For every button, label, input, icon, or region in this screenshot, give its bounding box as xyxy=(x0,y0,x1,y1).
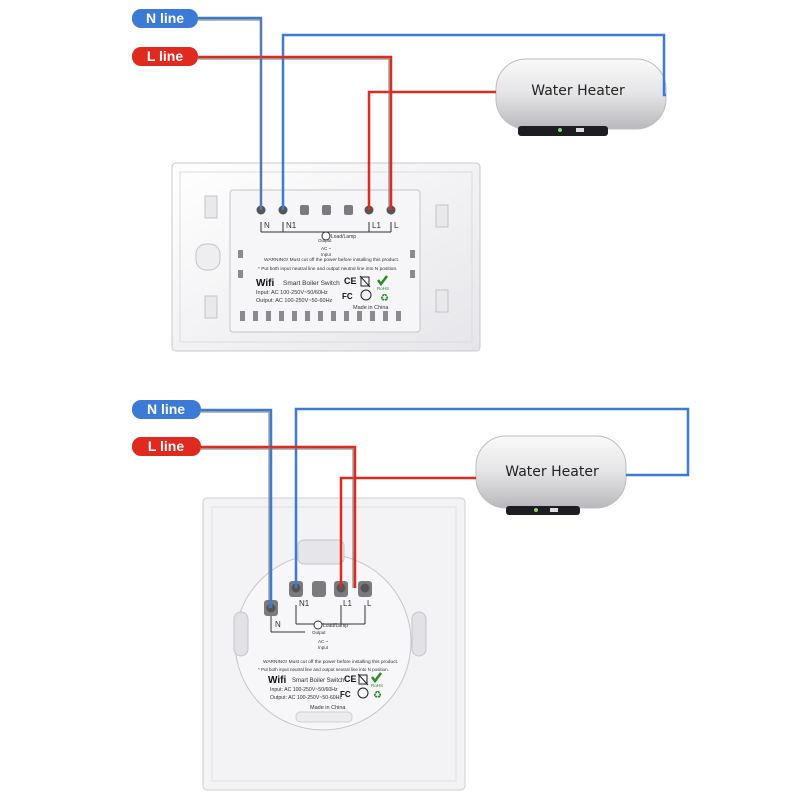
top-switch-module xyxy=(229,189,421,333)
bottom-recycle-icon: ♻ xyxy=(373,690,382,701)
bottom-n-line-label: N line xyxy=(147,401,185,417)
top-n-line-label: N line xyxy=(146,10,184,26)
top-terminal-l1: L1 xyxy=(372,221,381,230)
bottom-heater-label: Water Heater xyxy=(505,464,599,480)
bottom-load-label: Load/Lamp xyxy=(323,623,348,629)
top-product-text: Smart Boiler Switch xyxy=(283,280,340,287)
bottom-pills: N line L line xyxy=(132,400,201,456)
bottom-rohs-check-icon xyxy=(371,672,382,684)
bottom-diagram: Load/Lamp Output AC ~ Input N N1 L1 L WA… xyxy=(201,407,690,791)
top-pills: N line L line xyxy=(132,9,198,66)
top-rohs-text: RoHS xyxy=(377,286,389,291)
top-n-heater-wire xyxy=(281,33,666,210)
bottom-product-text: Smart Boiler Switch xyxy=(292,678,344,684)
bottom-input-spec: Input: AC 100-250V~50/60Hz xyxy=(270,687,338,693)
bottom-ce-mark: CE xyxy=(344,674,357,684)
bottom-note-text: * Put both input neutral line and output… xyxy=(258,667,389,672)
top-warning-text: WARNING! Must cut off the power before i… xyxy=(264,257,399,263)
bottom-terminal-n: N xyxy=(275,620,281,629)
bottom-fc-mark: FC xyxy=(340,690,351,699)
bottom-rohs-text: RoHS xyxy=(371,683,383,688)
bottom-made-in-text: Made in China xyxy=(310,705,346,711)
bottom-weee-icon xyxy=(358,674,368,685)
top-input-spec: Input: AC 100-250V~50/60Hz xyxy=(256,290,328,296)
top-diagram: Load/Lamp Output AC ~ Input N N1 L1 L WA… xyxy=(171,16,667,352)
top-terminal-l: L xyxy=(394,221,399,230)
bottom-l-line-label: L line xyxy=(148,438,185,454)
bottom-l-wire xyxy=(201,445,357,588)
top-made-in-text: Made in China xyxy=(353,305,389,311)
top-terminal-n: N xyxy=(264,221,270,230)
bottom-n-wire xyxy=(201,408,273,608)
bottom-n-heater-wire xyxy=(294,407,690,588)
top-weee-icon xyxy=(360,276,370,287)
top-l-line-label: L line xyxy=(147,48,184,64)
bottom-output-spec: Output: AC 100-250V~50-60Hz xyxy=(270,695,342,701)
top-l-wire xyxy=(198,55,393,210)
bottom-water-heater xyxy=(475,435,627,515)
top-rohs-check-icon xyxy=(377,275,388,287)
top-certification-icon xyxy=(360,289,372,301)
bottom-certification-icon xyxy=(357,687,369,699)
top-heater-label: Water Heater xyxy=(531,83,625,99)
bottom-wires xyxy=(201,407,690,608)
top-brand-text: Wifi xyxy=(256,278,274,289)
bottom-terminal-n1: N1 xyxy=(299,599,310,608)
bottom-ac-label: AC ~ xyxy=(318,639,329,644)
top-fc-mark: FC xyxy=(342,292,353,301)
top-note-text: * Put both input neutral line and output… xyxy=(258,266,397,272)
top-ac-label: AC ~ xyxy=(321,246,332,251)
top-load-label: Load/Lamp xyxy=(331,234,356,240)
top-output-label: Output xyxy=(318,238,332,243)
bottom-input-label: Input xyxy=(318,645,329,650)
top-recycle-icon: ♻ xyxy=(380,293,389,304)
top-wires xyxy=(198,16,666,210)
top-terminal-n1: N1 xyxy=(286,221,297,230)
bottom-terminal-l1: L1 xyxy=(343,599,352,608)
bottom-l-heater-wire xyxy=(339,476,476,588)
bottom-brand-text: Wifi xyxy=(268,675,286,686)
top-ce-mark: CE xyxy=(344,276,357,286)
bottom-output-label: Output xyxy=(312,630,326,635)
bottom-terminal-l: L xyxy=(367,599,372,608)
top-input-label: Input xyxy=(321,252,332,257)
bottom-warning-text: WARNING! Must cut off the power before i… xyxy=(263,659,398,665)
top-l-heater-wire xyxy=(367,90,496,210)
top-output-spec: Output: AC 100-250V~50-60Hz xyxy=(256,298,333,304)
